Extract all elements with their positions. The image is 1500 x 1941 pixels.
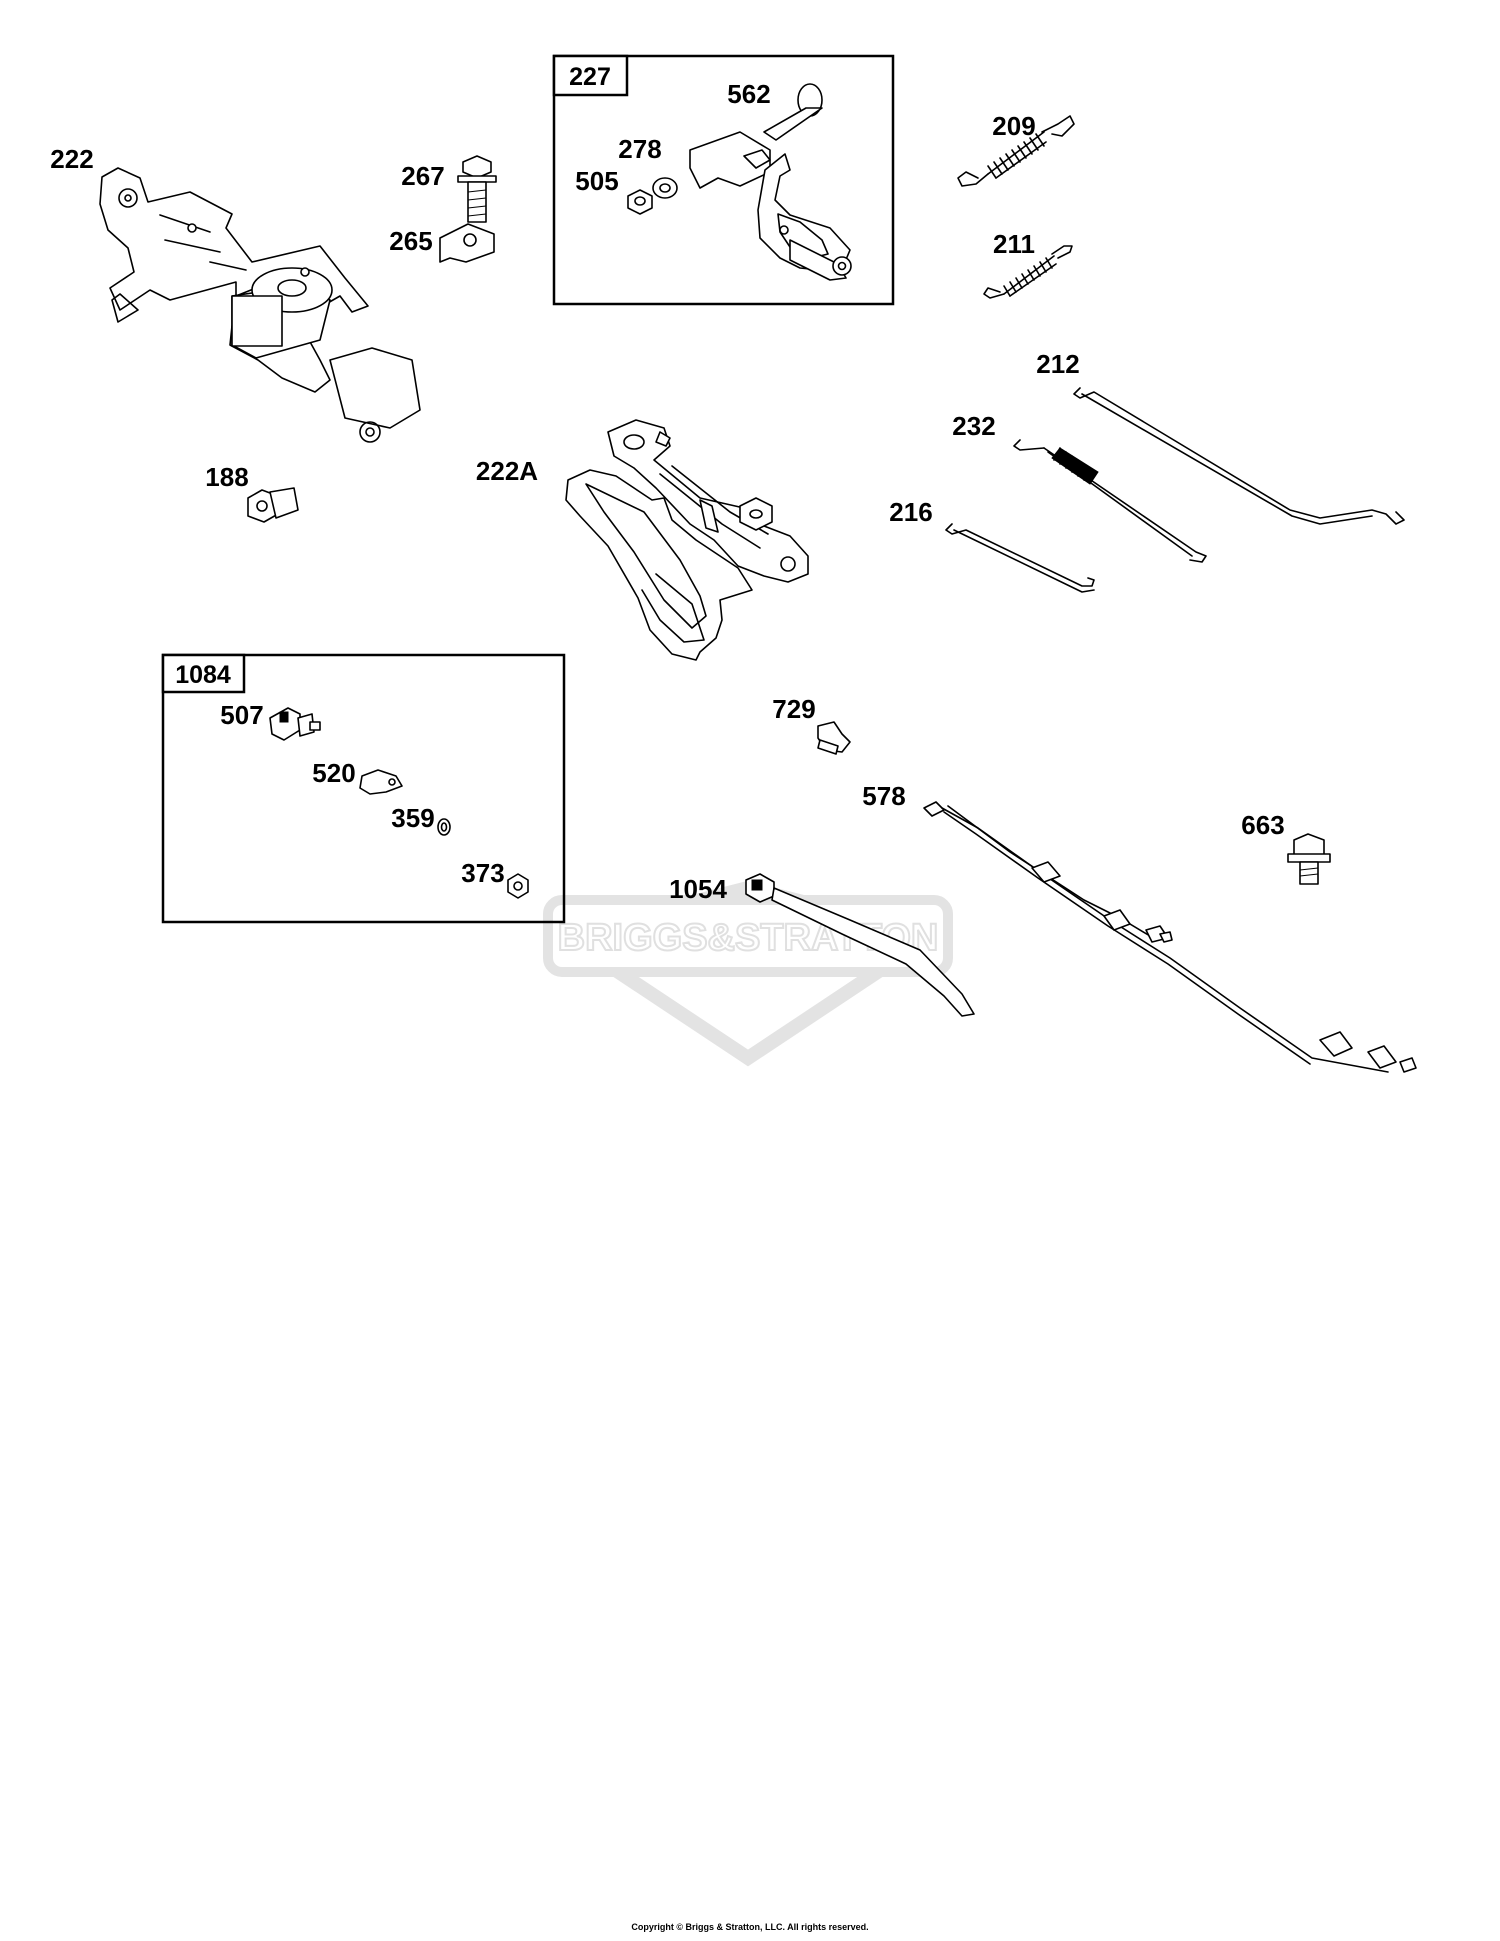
kit-1084-label: 1084 [175, 661, 231, 689]
part-507-solenoid[interactable]: 507 [220, 700, 321, 741]
part-222-control-bracket[interactable]: 222 [50, 144, 421, 443]
callout-278: 278 [618, 134, 661, 164]
callout-663: 663 [1241, 810, 1284, 840]
briggs-stratton-watermark: BRIGGS&STRATTON [543, 880, 953, 1067]
part-1054-cable-tie[interactable]: 1054 [669, 873, 975, 1017]
part-663-bolt[interactable]: 663 [1241, 810, 1331, 885]
part-211-spring[interactable]: 211 [983, 229, 1073, 299]
callout-212: 212 [1036, 349, 1079, 379]
part-359-lock-washer[interactable]: 359 [391, 803, 451, 836]
callout-232: 232 [952, 411, 995, 441]
part-520-terminal[interactable]: 520 [312, 758, 403, 795]
part-505-nut[interactable]: 505 [575, 166, 653, 215]
spring-209-coils [987, 131, 1047, 179]
part-562-pin[interactable]: 562 [727, 79, 823, 141]
kit-227-label: 227 [569, 63, 611, 91]
callout-188: 188 [205, 462, 248, 492]
callout-216: 216 [889, 497, 932, 527]
callout-265: 265 [389, 226, 432, 256]
part-216-link[interactable]: 216 [889, 497, 1095, 593]
callout-222a: 222A [476, 456, 538, 486]
part-222a-control-plate[interactable]: 222A [476, 419, 809, 661]
copyright-notice: Copyright © Briggs & Stratton, LLC. All … [631, 1922, 869, 1932]
kit-227[interactable]: 227 [552, 54, 895, 306]
part-227-governor-lever[interactable] [689, 131, 852, 281]
part-578-wire-harness[interactable]: 578 [862, 781, 1417, 1073]
callout-373: 373 [461, 858, 504, 888]
callout-507: 507 [220, 700, 263, 730]
callout-562: 562 [727, 79, 770, 109]
callout-267: 267 [401, 161, 444, 191]
callout-211: 211 [993, 229, 1035, 259]
callout-222: 222 [50, 144, 93, 174]
callout-1054: 1054 [669, 874, 727, 904]
callout-359: 359 [391, 803, 434, 833]
callout-578: 578 [862, 781, 905, 811]
kit-1084[interactable]: 1084 [161, 653, 566, 924]
callout-209: 209 [992, 111, 1035, 141]
part-188-bolt[interactable]: 188 [205, 462, 299, 523]
callout-505: 505 [575, 166, 618, 196]
part-373-nut[interactable]: 373 [461, 858, 529, 899]
part-265-clip[interactable]: 265 [389, 223, 495, 263]
part-729-clip[interactable]: 729 [772, 694, 851, 755]
part-232-spring-rod[interactable]: 232 [952, 411, 1207, 563]
callout-729: 729 [772, 694, 815, 724]
part-212-link-rod[interactable]: 212 [1036, 349, 1405, 525]
part-209-spring[interactable]: 209 [957, 111, 1075, 187]
part-278-washer[interactable]: 278 [618, 134, 678, 199]
callout-520: 520 [312, 758, 355, 788]
part-267-bolt[interactable]: 267 [401, 155, 497, 223]
